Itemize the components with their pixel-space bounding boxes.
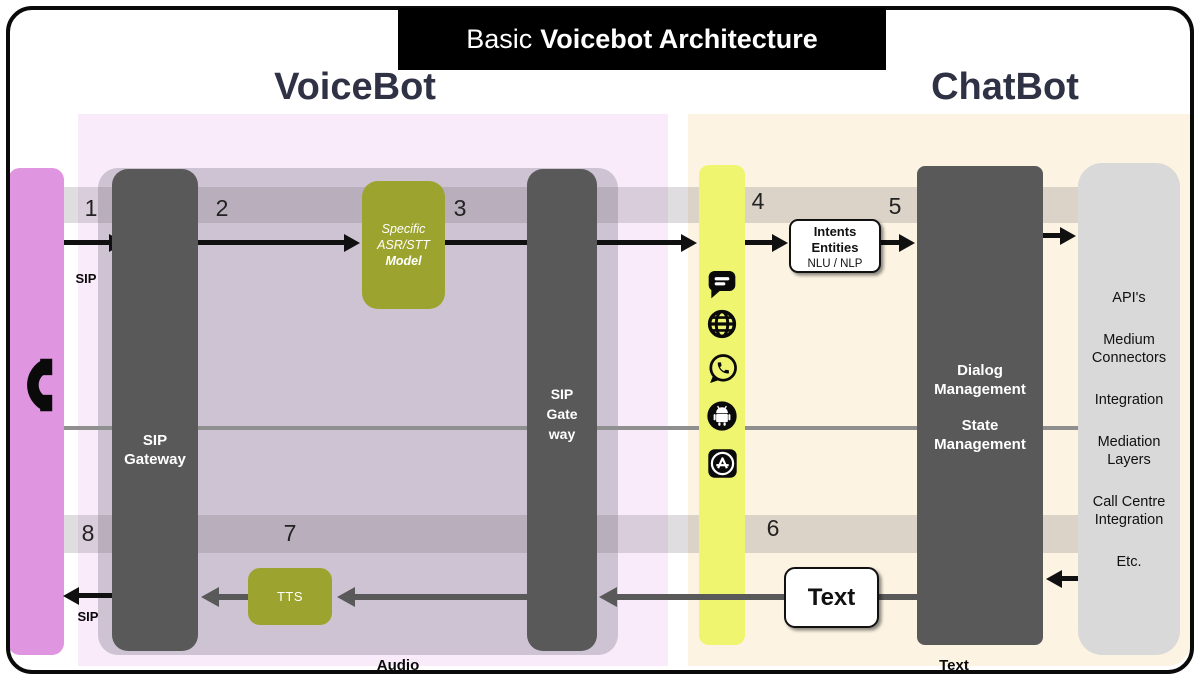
dialog-management-label: Dialog Management (934, 362, 1026, 398)
text-message-label: Text (807, 583, 856, 611)
audio-region-label: Audio (376, 657, 420, 674)
connector-item: API's (1112, 290, 1146, 306)
entities-label: Entities (811, 240, 859, 255)
connector-item: Mediation Layers (1097, 434, 1161, 468)
arrow-channels-to-nlu (745, 240, 773, 245)
appstore-icon (705, 446, 739, 480)
asr-label-line1: Specific (381, 222, 426, 236)
tts-label: TTS (276, 589, 304, 604)
connector-item: Integration (1094, 392, 1164, 408)
nlu-nlp-box: Intents Entities NLU / NLP (789, 219, 881, 273)
text-region-label: Text (939, 657, 969, 674)
arrow-dialog-to-connectors (1043, 233, 1061, 238)
sip-gateway-inbound-bar: SIP Gateway (112, 169, 198, 651)
sip-gateway-label-line2: Gateway (124, 451, 186, 468)
title-regular: Basic (466, 23, 533, 54)
sip-gateway-outbound-bar: SIP Gate way (527, 169, 597, 651)
step-number-7: 7 (283, 520, 297, 546)
channels-bar (699, 165, 745, 645)
step-number-1: 1 (84, 195, 98, 221)
sip-gateway-label-line1: SIP (142, 432, 168, 449)
state-management-label: State Management (934, 417, 1026, 453)
sip-label-inbound: SIP (75, 271, 97, 286)
arrow-connectors-to-dialog (1061, 576, 1078, 581)
sip-gateway2-label-line2: Gate (546, 406, 578, 422)
connectors-bar: API's Medium Connectors Integration Medi… (1078, 163, 1180, 655)
sip-gateway2-label-line3: way (548, 426, 576, 442)
step-number-8: 8 (81, 520, 95, 546)
connector-item: Medium Connectors (1091, 332, 1167, 366)
step-number-4: 4 (751, 188, 765, 214)
arrow-sipgateway2-to-tts (352, 594, 527, 600)
intents-label: Intents (813, 224, 857, 239)
arrow-dialog-to-sipgateway2 (614, 594, 917, 600)
text-message-box: Text (784, 567, 879, 628)
caller-channel-bar (8, 168, 64, 655)
step-number-2: 2 (215, 195, 229, 221)
chatbot-heading: ChatBot (931, 66, 1079, 108)
connector-item: Call Centre Integration (1092, 494, 1166, 528)
tts-box: TTS (248, 568, 332, 625)
nlu-nlp-label: NLU / NLP (807, 258, 863, 270)
sip-gateway2-label-line1: SIP (550, 386, 574, 402)
asr-label-line3: Model (385, 254, 422, 268)
phone-icon (6, 348, 70, 422)
voicebot-heading: VoiceBot (274, 66, 436, 108)
arrow-sipgateway-to-caller (78, 593, 112, 598)
step-number-5: 5 (888, 193, 902, 219)
dialog-management-bar: Dialog Management State Management (917, 166, 1043, 645)
globe-icon (705, 307, 739, 341)
title-bold: Voicebot Architecture (540, 23, 818, 54)
arrow-nlu-to-dialog (880, 240, 900, 245)
diagram-title: Basic Voicebot Architecture (398, 8, 886, 70)
step-number-6: 6 (766, 515, 780, 541)
step-number-3: 3 (453, 195, 467, 221)
android-icon (705, 399, 739, 433)
chat-icon (705, 266, 739, 300)
arrow-sipgateway-to-asr (198, 240, 345, 245)
asr-label-line2: ASR/STT (377, 238, 430, 252)
asr-stt-model-box: Specific ASR/STT Model (362, 181, 445, 309)
whatsapp-icon (705, 351, 739, 385)
sip-label-outbound: SIP (77, 609, 99, 624)
arrow-tts-to-sipgateway (216, 594, 248, 600)
connector-item: Etc. (1116, 554, 1142, 570)
arrow-caller-to-sipgateway (64, 240, 110, 245)
